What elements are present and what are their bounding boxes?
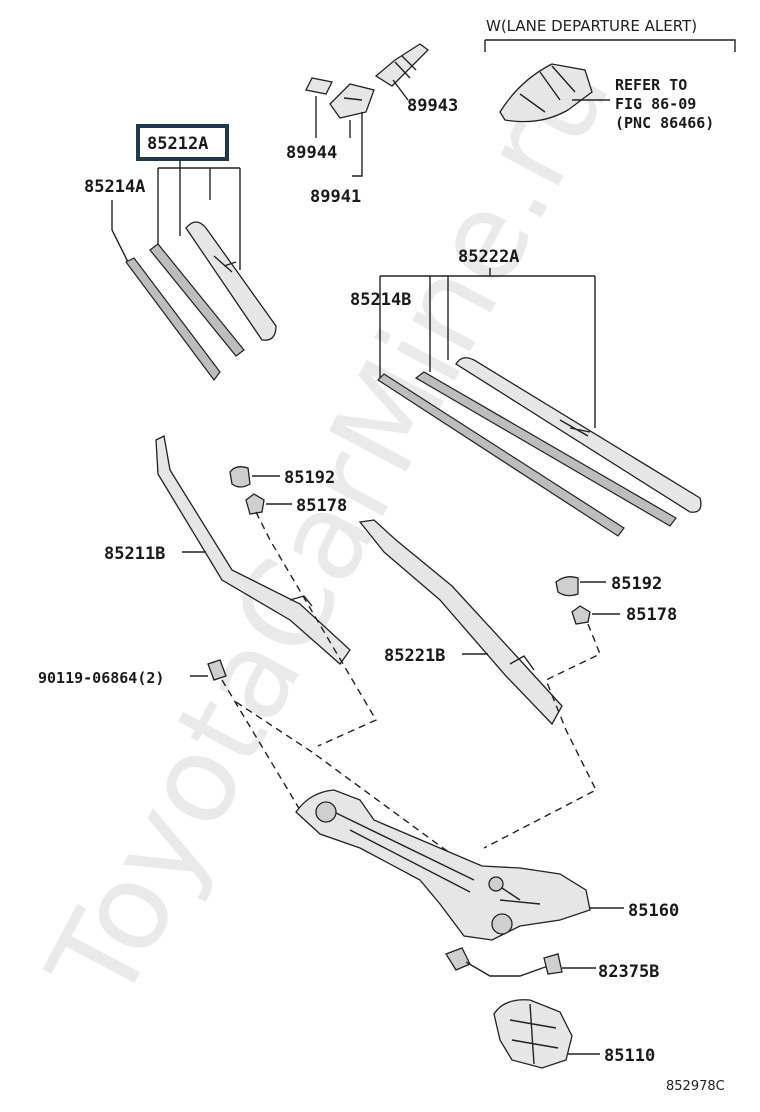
bolt-90119-part bbox=[207, 659, 227, 681]
left-wiper-blade bbox=[185, 221, 277, 341]
clip-group: 89943 89944 89941 bbox=[286, 43, 458, 207]
label-85211B[interactable]: 85211B bbox=[104, 544, 165, 564]
nut-85178-left bbox=[245, 493, 265, 515]
right-rubber-strip bbox=[377, 373, 625, 537]
cap-85192-right bbox=[555, 576, 579, 597]
right-blade-group: 85222A 85214B bbox=[350, 247, 702, 537]
lane-departure-bracket bbox=[484, 39, 736, 52]
lane-departure-group: W(LANE DEPARTURE ALERT) REFER TO FIG 86-… bbox=[484, 17, 736, 132]
label-89943[interactable]: 89943 bbox=[407, 96, 458, 116]
motor-group: 85110 bbox=[493, 999, 655, 1069]
right-wiper-blade bbox=[455, 357, 702, 513]
label-85192-left[interactable]: 85192 bbox=[284, 468, 335, 488]
figure-code: 852978C bbox=[666, 1079, 725, 1094]
left-wiper-arm bbox=[155, 435, 351, 665]
clip-holder-part bbox=[329, 83, 375, 119]
refer-line2: FIG 86-09 bbox=[615, 95, 696, 113]
lane-departure-header: W(LANE DEPARTURE ALERT) bbox=[486, 17, 697, 35]
right-arm-group: 85192 85178 85221B bbox=[358, 519, 677, 849]
camera-cover-part bbox=[499, 63, 593, 123]
label-85192-right[interactable]: 85192 bbox=[611, 574, 662, 594]
label-85178-left[interactable]: 85178 bbox=[296, 496, 347, 516]
label-85110[interactable]: 85110 bbox=[604, 1046, 655, 1066]
label-85222A[interactable]: 85222A bbox=[458, 247, 519, 267]
right-blade-insert bbox=[414, 371, 677, 527]
label-85214A[interactable]: 85214A bbox=[84, 177, 145, 197]
motor-85110-part bbox=[493, 999, 573, 1069]
nut-85178-right bbox=[571, 605, 591, 625]
harness-group: 82375B bbox=[445, 947, 659, 982]
cap-85192-left bbox=[229, 466, 251, 488]
harness-connector-left bbox=[445, 947, 471, 971]
clip-89943-part bbox=[374, 43, 429, 87]
highlight-box bbox=[136, 124, 229, 161]
left-arm-group: 85192 85178 85211B bbox=[104, 435, 378, 747]
label-85214B[interactable]: 85214B bbox=[350, 290, 411, 310]
pad-89944-part bbox=[305, 77, 333, 95]
label-85178-right[interactable]: 85178 bbox=[626, 605, 677, 625]
left-rubber-strip bbox=[125, 257, 221, 382]
linkage-group: 85160 bbox=[295, 789, 679, 941]
label-90119[interactable]: 90119-06864(2) bbox=[38, 669, 164, 687]
label-85160[interactable]: 85160 bbox=[628, 901, 679, 921]
label-89944[interactable]: 89944 bbox=[286, 143, 337, 163]
bolt-group: 90119-06864(2) bbox=[38, 659, 463, 863]
right-wiper-arm bbox=[358, 519, 563, 726]
left-blade-group: 85212A 85214A bbox=[84, 124, 277, 382]
refer-line1: REFER TO bbox=[615, 76, 687, 94]
label-85221B[interactable]: 85221B bbox=[384, 646, 445, 666]
harness-connector-right bbox=[543, 953, 563, 975]
label-89941[interactable]: 89941 bbox=[310, 187, 361, 207]
left-blade-insert bbox=[149, 243, 245, 357]
label-82375B[interactable]: 82375B bbox=[598, 962, 659, 982]
refer-line3: (PNC 86466) bbox=[615, 114, 714, 132]
label-85212A[interactable]: 85212A bbox=[147, 134, 208, 154]
